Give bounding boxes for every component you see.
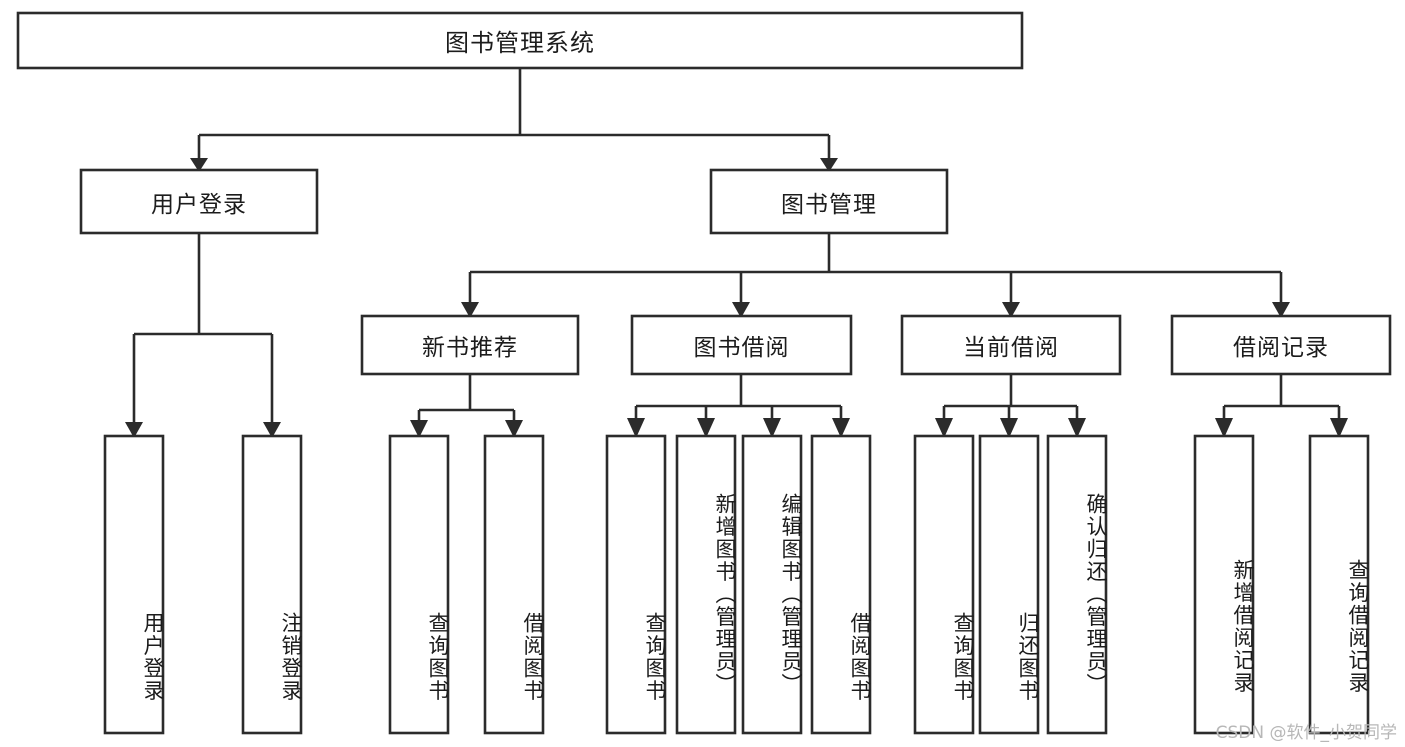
node-box-root[interactable] — [16, 11, 1024, 70]
leaf-box-add-borrow-record[interactable] — [1193, 434, 1255, 735]
arrowhead-leaf-add-book — [697, 418, 715, 438]
node-box-user-login[interactable] — [79, 168, 319, 235]
arrowhead-leaf-add-record — [1215, 418, 1233, 438]
leaf-box-logout[interactable] — [241, 434, 303, 735]
arrowhead-leaf-borrow-books-2 — [832, 418, 850, 438]
leaf-box-query-books-2[interactable] — [605, 434, 667, 735]
node-box-book-borrowing[interactable] — [630, 314, 853, 376]
arrowhead-book-mgmt — [820, 158, 838, 172]
arrowhead-leaf-confirm-return — [1068, 418, 1086, 438]
arrowhead-leaf-query-books-3 — [935, 418, 953, 438]
arrowhead-leaf-user-login — [125, 422, 143, 438]
node-box-borrow-records[interactable] — [1170, 314, 1392, 376]
node-box-layer — [16, 11, 1392, 735]
leaf-box-confirm-return[interactable] — [1046, 434, 1108, 735]
node-box-current-borrowing[interactable] — [900, 314, 1122, 376]
arrowhead-leaf-return-book — [1000, 418, 1018, 438]
arrowhead-user-login — [190, 158, 208, 172]
connector-layer — [125, 68, 1348, 438]
arrowhead-borrow — [732, 302, 750, 318]
arrowhead-leaf-query-books-1 — [410, 420, 428, 438]
arrowhead-records — [1272, 302, 1290, 318]
node-box-new-book-recommendation[interactable] — [360, 314, 580, 376]
leaf-box-query-borrow-record[interactable] — [1308, 434, 1370, 735]
leaf-box-user-login[interactable] — [103, 434, 165, 735]
leaf-box-return-book[interactable] — [978, 434, 1040, 735]
arrowhead-leaf-edit-book — [763, 418, 781, 438]
leaf-box-query-books-1[interactable] — [388, 434, 450, 735]
arrowhead-leaf-logout — [263, 422, 281, 438]
arrowhead-leaf-query-record — [1330, 418, 1348, 438]
leaf-box-borrow-books-1[interactable] — [483, 434, 545, 735]
arrowhead-new-books — [461, 302, 479, 318]
arrowhead-current — [1002, 302, 1020, 318]
leaf-box-borrow-books-2[interactable] — [810, 434, 872, 735]
arrowhead-leaf-borrow-books-1 — [505, 420, 523, 438]
leaf-box-query-books-3[interactable] — [913, 434, 975, 735]
arrowhead-leaf-query-books-2 — [627, 418, 645, 438]
leaf-box-edit-book[interactable] — [741, 434, 803, 735]
node-box-book-management[interactable] — [709, 168, 949, 235]
leaf-box-add-book[interactable] — [675, 434, 737, 735]
